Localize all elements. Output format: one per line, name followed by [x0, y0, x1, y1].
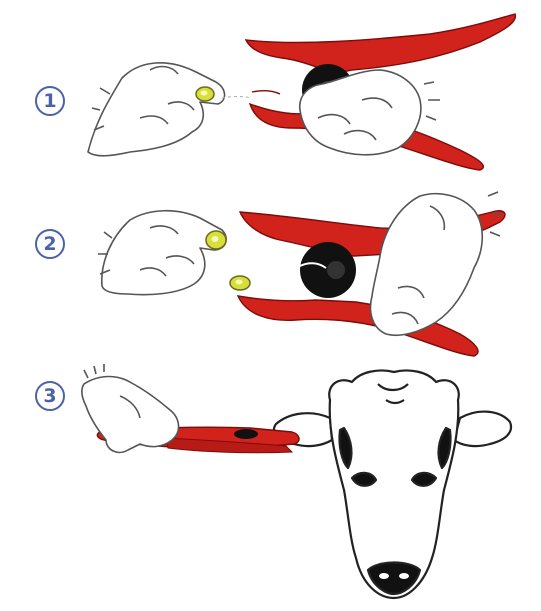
calf-head-icon [274, 370, 511, 598]
hand-gripping-pliers-icon [82, 364, 179, 452]
step-number-1: 1 [35, 86, 65, 116]
step-3-illustration [82, 364, 511, 598]
step-2-illustration [98, 192, 505, 356]
hand-gripping-pliers-icon [371, 192, 502, 335]
hand-holding-tag-icon [88, 63, 225, 156]
step-number-text: 3 [43, 385, 56, 407]
step-1-illustration [88, 14, 515, 170]
hand-holding-tag-icon [98, 211, 226, 295]
pliers-pivot-icon [234, 429, 258, 439]
step-number-text: 1 [43, 90, 56, 112]
step-number-2: 2 [35, 229, 65, 259]
step-number-3: 3 [35, 381, 65, 411]
step-number-text: 2 [43, 233, 56, 255]
